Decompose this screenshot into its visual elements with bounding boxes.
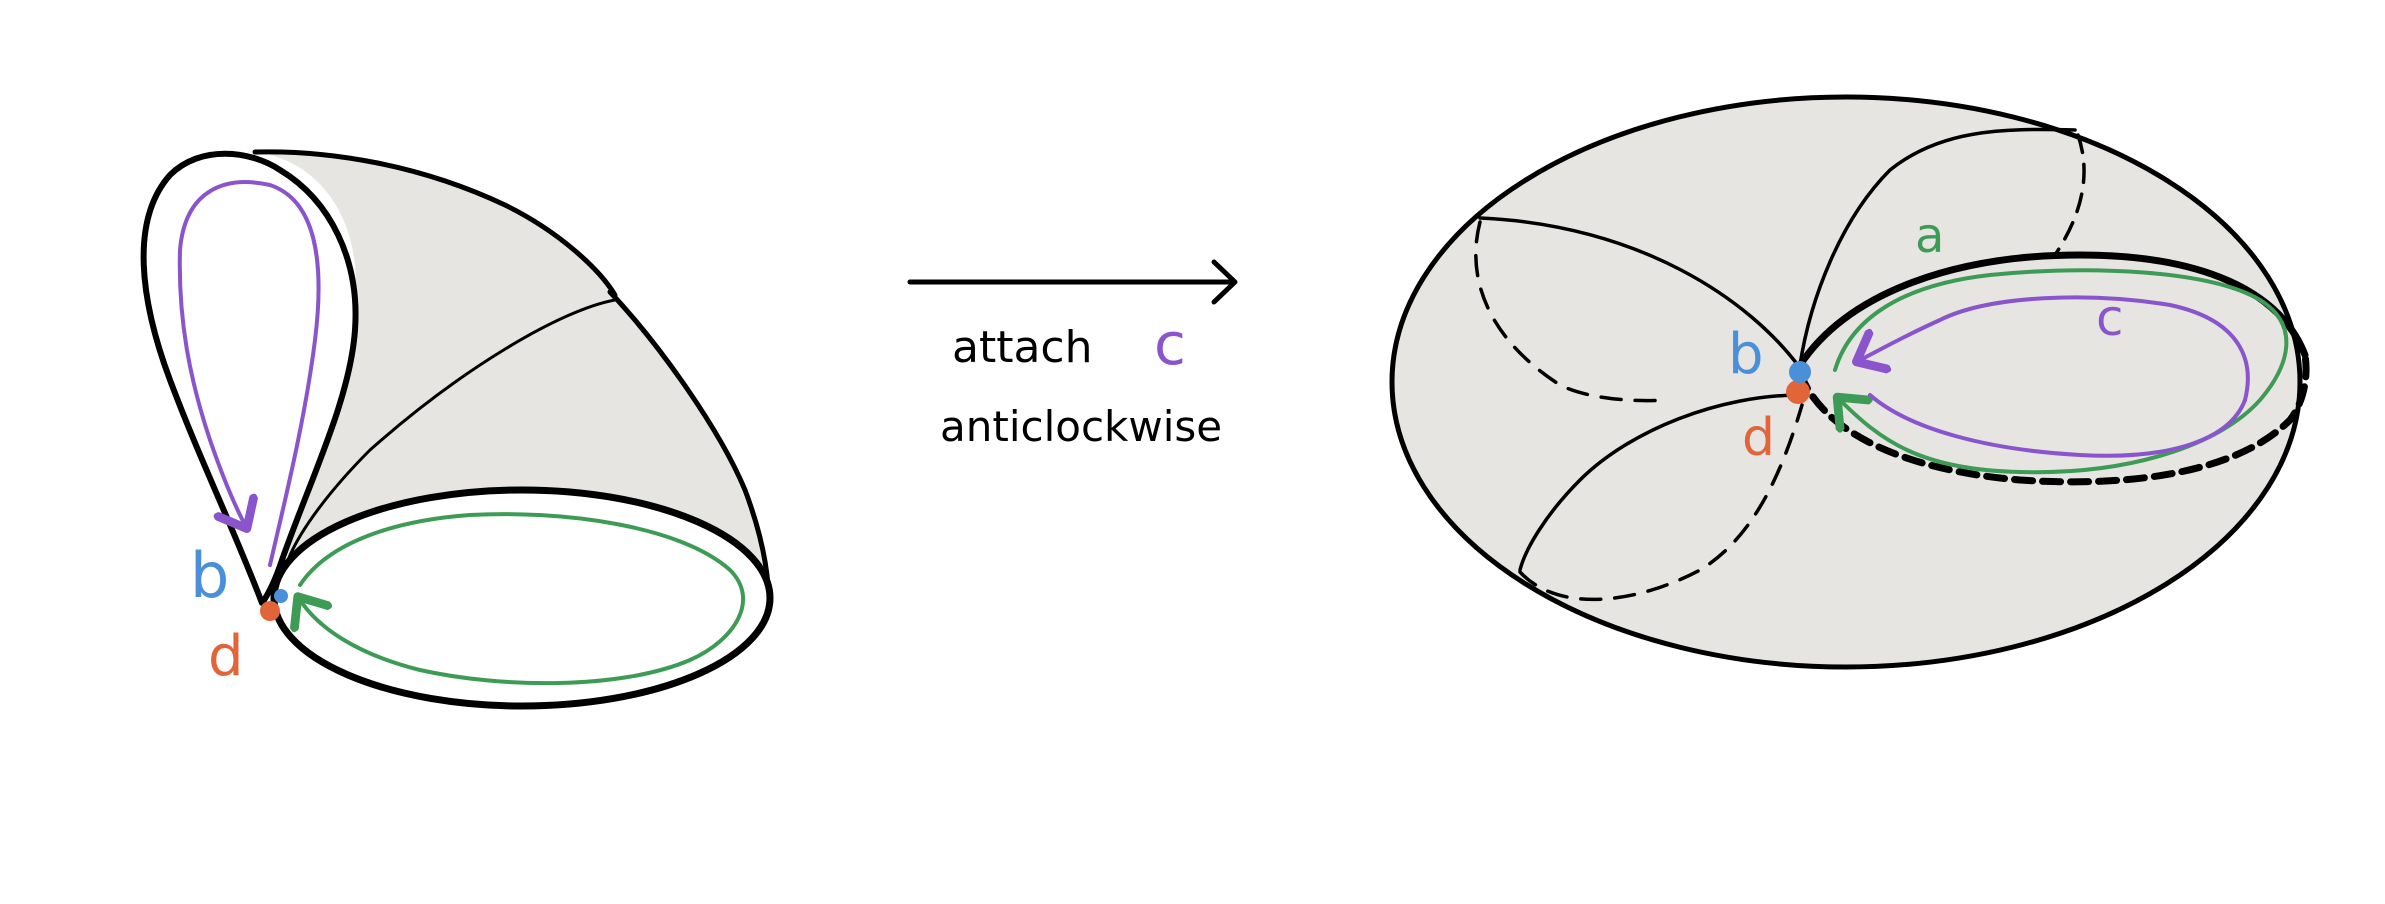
left-point-d	[260, 601, 280, 621]
left-right-edge	[607, 289, 771, 588]
right-outer-ellipse	[1389, 94, 2303, 670]
right-curve-upper-left-dashed	[1474, 220, 1667, 403]
left-loop-c	[177, 180, 321, 567]
right-curve-upper-left	[1478, 216, 1802, 370]
left-label-d: d	[208, 624, 244, 689]
left-top-edge	[252, 149, 618, 298]
right-label-a: a	[1915, 208, 1944, 264]
transform-arrow-group: attach c anticlockwise	[907, 259, 1238, 451]
right-label-b: b	[1728, 322, 1764, 387]
right-surface-figure: a b c d	[1389, 94, 2310, 670]
left-base-ellipse	[270, 486, 774, 710]
right-hole-bottom-edge	[1796, 351, 2310, 486]
left-label-b: b	[190, 539, 229, 612]
right-loop-a	[1835, 268, 2289, 475]
caption-label-c: c	[1154, 310, 1186, 378]
right-point-d	[1786, 380, 1810, 404]
left-inner-crease	[286, 298, 617, 562]
caption-anticlockwise: anticlockwise	[940, 402, 1222, 451]
right-curve-lower-left	[1518, 393, 1802, 572]
left-surface-fill	[255, 151, 770, 585]
left-point-b	[274, 589, 288, 603]
right-curve-upper-right-dashed	[2053, 133, 2086, 257]
caption-attach: attach	[952, 322, 1093, 373]
right-point-b	[1789, 361, 1811, 383]
transform-arrow-head	[1211, 259, 1238, 305]
right-loop-c	[1860, 295, 2250, 458]
left-leaf-loop	[140, 150, 359, 606]
left-surface-figure: b d	[140, 149, 774, 710]
right-curve-lower-left-dashed	[1518, 403, 1804, 602]
right-curve-upper-right	[1798, 127, 2077, 367]
left-loop-green	[300, 512, 745, 686]
right-label-d: d	[1742, 408, 1775, 468]
right-label-c: c	[2096, 289, 2124, 347]
